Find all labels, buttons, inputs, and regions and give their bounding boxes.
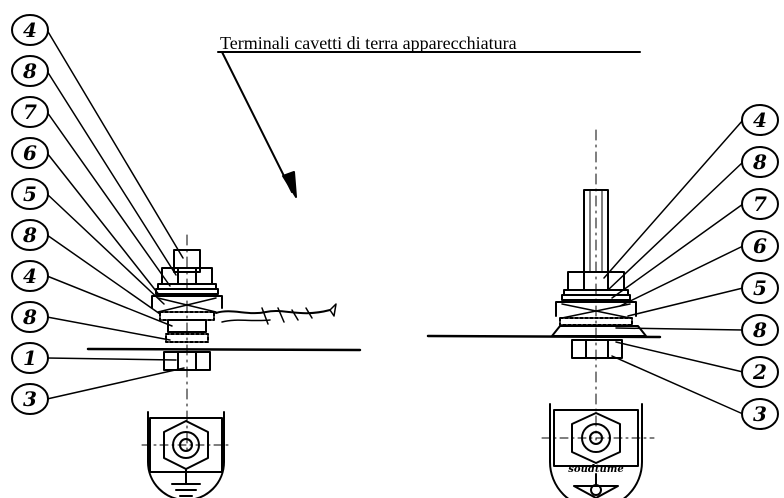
right-lug-stamp: soudtume xyxy=(568,464,623,475)
right-washer-b xyxy=(562,295,630,300)
diagram-title: Terminali cavetti di terra apparecchiatu… xyxy=(220,33,517,53)
left-callout-3: 7 xyxy=(12,97,170,286)
right-callout-5: 5 xyxy=(628,273,778,316)
left-lug-nut-hex xyxy=(164,421,208,469)
left-callout-6: 8 xyxy=(12,220,160,314)
right-terminal-assembly xyxy=(428,130,660,440)
right-callout-label-7: 2 xyxy=(752,360,767,384)
right-panel-sheet xyxy=(428,336,660,337)
right-callout-label-6: 8 xyxy=(752,318,767,342)
left-callout-7: 4 xyxy=(12,261,172,326)
left-callout-label-3: 7 xyxy=(23,100,37,124)
right-callout-label-1: 4 xyxy=(753,108,767,132)
right-callout-3: 7 xyxy=(612,189,778,298)
left-panel-sheet xyxy=(88,349,360,350)
left-lug-front-view xyxy=(142,412,232,498)
right-callout-label-3: 7 xyxy=(753,192,767,216)
right-callout-1: 4 xyxy=(604,105,778,278)
left-ground-cable xyxy=(216,310,330,313)
right-callout-label-2: 8 xyxy=(752,150,767,174)
left-callout-label-10: 3 xyxy=(23,387,37,411)
left-callout-label-4: 6 xyxy=(23,141,37,165)
right-callout-label-5: 5 xyxy=(753,276,767,300)
left-callout-5: 5 xyxy=(12,179,164,304)
right-bottom-nut xyxy=(572,340,622,358)
right-callout-4: 6 xyxy=(620,231,778,306)
left-callout-label-6: 8 xyxy=(22,223,37,247)
left-callout-label-5: 5 xyxy=(23,182,37,206)
right-callout-label-4: 6 xyxy=(753,234,767,258)
left-callout-1: 4 xyxy=(12,15,183,258)
equipotential-circle xyxy=(591,485,601,495)
right-callout-8: 3 xyxy=(612,356,778,429)
left-bottom-nut xyxy=(164,352,210,370)
right-callout-7: 2 xyxy=(616,342,778,387)
left-callout-2: 8 xyxy=(12,56,176,275)
right-lug-front-view xyxy=(542,404,654,498)
leader-arrow-head xyxy=(283,172,296,197)
left-callout-9: 1 xyxy=(12,343,176,373)
left-callout-label-7: 4 xyxy=(23,264,37,288)
right-lug-outline xyxy=(550,404,642,498)
left-nut-mid xyxy=(168,320,206,332)
left-callout-label-1: 4 xyxy=(23,18,37,42)
right-callout-2: 8 xyxy=(608,147,778,290)
left-callout-10: 3 xyxy=(12,368,184,414)
right-callout-6: 8 xyxy=(616,315,778,345)
left-callout-4: 6 xyxy=(12,138,160,296)
equipotential-triangle xyxy=(574,486,618,498)
left-washer-b xyxy=(156,289,218,294)
left-callout-8: 8 xyxy=(12,302,170,340)
right-clamp-cable xyxy=(552,326,646,336)
left-stud-tip xyxy=(174,250,200,272)
right-callout-label-8: 3 xyxy=(753,402,767,426)
title-leader-line xyxy=(222,52,292,192)
left-callout-label-2: 8 xyxy=(22,59,37,83)
left-callout-label-8: 8 xyxy=(22,305,37,329)
left-terminal-assembly xyxy=(88,235,360,450)
left-lower-washer xyxy=(166,334,208,342)
left-bracket xyxy=(152,296,222,308)
left-lug-outline xyxy=(148,412,224,498)
right-lug-nut-hex xyxy=(572,413,620,463)
left-callout-label-9: 1 xyxy=(23,346,37,370)
